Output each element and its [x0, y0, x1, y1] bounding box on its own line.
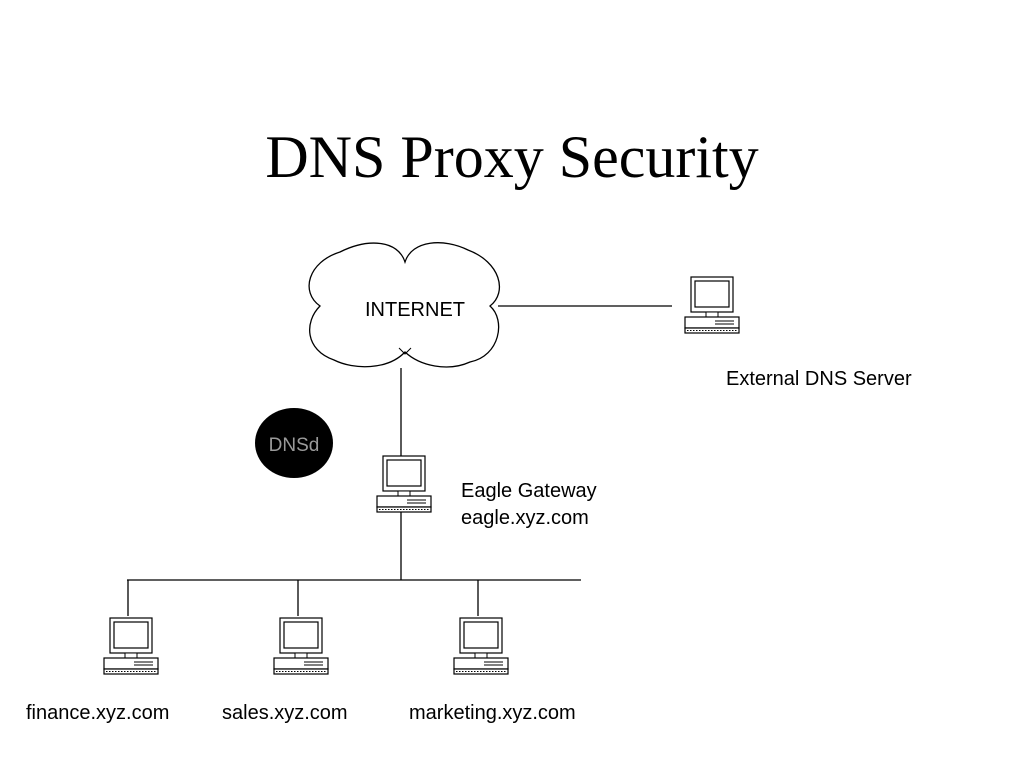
internet-cloud	[308, 242, 500, 368]
gateway-host-label: eagle.xyz.com	[461, 507, 589, 529]
internet-label: INTERNET	[365, 299, 465, 321]
finance-computer-icon	[103, 617, 159, 675]
external-dns-label: External DNS Server	[726, 368, 912, 390]
dnsd-label: DNSd	[269, 435, 320, 456]
marketing-computer-icon	[453, 617, 509, 675]
gateway-name-label: Eagle Gateway	[461, 480, 597, 502]
gateway-computer-icon	[376, 455, 432, 513]
sales-host-label: sales.xyz.com	[222, 702, 348, 724]
finance-host-label: finance.xyz.com	[26, 702, 169, 724]
dnsd-badge	[255, 408, 333, 478]
marketing-host-label: marketing.xyz.com	[409, 702, 576, 724]
page-title: DNS Proxy Security	[265, 124, 759, 190]
cloud-tick	[398, 347, 412, 355]
external-dns-computer-icon	[684, 276, 740, 334]
sales-computer-icon	[273, 617, 329, 675]
